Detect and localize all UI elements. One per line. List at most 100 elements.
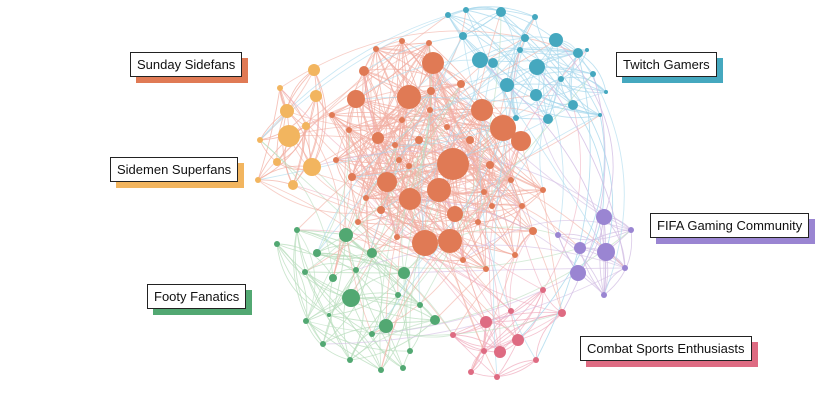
graph-node-combat-sports-enthusiasts	[540, 287, 546, 293]
graph-edge	[332, 42, 430, 279]
graph-node-combat-sports-enthusiasts	[558, 309, 566, 317]
graph-node-fifa-gaming-community	[570, 265, 586, 281]
graph-edge	[555, 39, 614, 218]
graph-edge	[343, 269, 357, 361]
graph-edge	[493, 37, 526, 378]
graph-nodes	[255, 7, 634, 380]
graph-node-fifa-gaming-community	[622, 265, 628, 271]
graph-edge	[377, 94, 537, 139]
graph-edge	[479, 59, 607, 296]
graph-node-combat-sports-enthusiasts	[533, 357, 539, 363]
graph-edge	[288, 125, 471, 141]
community-label-fifa-gaming-community: FIFA Gaming Community	[650, 213, 816, 244]
graph-edge	[259, 95, 317, 141]
graph-edge	[259, 9, 467, 141]
graph-node-footy-fanatics	[339, 228, 353, 242]
graph-node-sunday-sidefans	[438, 229, 462, 253]
graph-edge	[259, 9, 467, 141]
graph-node-footy-fanatics	[417, 302, 423, 308]
graph-edge	[363, 70, 485, 352]
graph-node-sidemen-superfans	[278, 125, 300, 147]
graph-node-sunday-sidefans	[412, 230, 438, 256]
graph-node-sunday-sidefans	[333, 157, 339, 163]
graph-edge	[452, 334, 498, 378]
graph-node-sunday-sidefans	[511, 131, 531, 151]
graph-edge	[331, 114, 396, 146]
graph-edge	[496, 359, 537, 378]
graph-node-sunday-sidefans	[422, 52, 444, 74]
graph-node-sunday-sidefans	[471, 99, 493, 121]
graph-node-twitch-gamers	[459, 32, 467, 40]
graph-edge	[375, 48, 534, 232]
graph-edge	[335, 159, 371, 253]
graph-edge	[398, 119, 406, 161]
graph-node-twitch-gamers	[585, 48, 589, 52]
graph-node-sunday-sidefans	[346, 127, 352, 133]
graph-edge	[511, 205, 523, 256]
graph-edge	[418, 90, 432, 141]
graph-edge	[276, 243, 330, 316]
graph-edge	[305, 312, 563, 336]
graph-edge	[477, 62, 508, 223]
graph-node-sunday-sidefans	[406, 163, 412, 169]
graph-node-sunday-sidefans	[466, 136, 474, 144]
graph-node-sidemen-superfans	[302, 122, 310, 130]
graph-edge	[276, 125, 307, 163]
graph-node-twitch-gamers	[529, 59, 545, 75]
graph-edge	[357, 179, 512, 225]
graph-edge	[296, 176, 353, 231]
graph-node-sunday-sidefans	[373, 46, 379, 52]
graph-edge	[294, 229, 324, 345]
community-label-sunday-sidefans: Sunday Sidefans	[130, 52, 249, 83]
graph-edge	[509, 230, 534, 312]
graph-node-footy-fanatics	[342, 289, 360, 307]
graph-edge	[505, 254, 516, 312]
graph-edge	[500, 11, 614, 253]
graph-node-footy-fanatics	[407, 348, 413, 354]
graph-edge	[305, 42, 430, 127]
graph-edge	[349, 269, 364, 361]
graph-edge	[409, 189, 440, 352]
graph-edge	[465, 9, 601, 116]
graph-edge	[447, 6, 536, 18]
graph-node-combat-sports-enthusiasts	[512, 334, 524, 346]
label-text: FIFA Gaming Community	[650, 213, 810, 238]
graph-node-sunday-sidefans	[377, 172, 397, 192]
label-text: Twitch Gamers	[616, 52, 717, 77]
graph-edge	[483, 289, 544, 352]
graph-node-fifa-gaming-community	[574, 242, 586, 254]
graph-edge	[257, 87, 281, 181]
graph-node-twitch-gamers	[530, 89, 542, 101]
graph-node-twitch-gamers	[568, 100, 578, 110]
graph-node-footy-fanatics	[367, 248, 377, 258]
graph-edge	[470, 254, 516, 373]
graph-edge	[508, 49, 544, 291]
graph-edge	[257, 179, 382, 214]
graph-edge	[279, 87, 451, 242]
graph-edge	[345, 234, 404, 369]
graph-node-sunday-sidefans	[347, 90, 365, 108]
graph-edge	[418, 139, 456, 215]
graph-node-sidemen-superfans	[273, 158, 281, 166]
graph-node-footy-fanatics	[303, 318, 309, 324]
graph-node-footy-fanatics	[320, 341, 326, 347]
graph-edge	[331, 112, 491, 166]
graph-node-combat-sports-enthusiasts	[508, 308, 514, 314]
graph-edge	[519, 16, 536, 51]
graph-node-sunday-sidefans	[486, 161, 494, 169]
graph-edge	[288, 14, 449, 137]
graph-node-sunday-sidefans	[529, 227, 537, 235]
graph-node-twitch-gamers	[500, 78, 514, 92]
graph-edge	[293, 229, 324, 345]
graph-node-combat-sports-enthusiasts	[481, 348, 487, 354]
graph-node-sunday-sidefans	[396, 157, 402, 163]
graph-edge	[316, 129, 350, 254]
graph-edge	[430, 9, 467, 92]
graph-edge	[355, 244, 626, 271]
graph-node-combat-sports-enthusiasts	[480, 316, 492, 328]
graph-node-combat-sports-enthusiasts	[494, 346, 506, 358]
graph-node-fifa-gaming-community	[601, 292, 607, 298]
graph-node-twitch-gamers	[472, 52, 488, 68]
graph-edge	[311, 69, 324, 168]
